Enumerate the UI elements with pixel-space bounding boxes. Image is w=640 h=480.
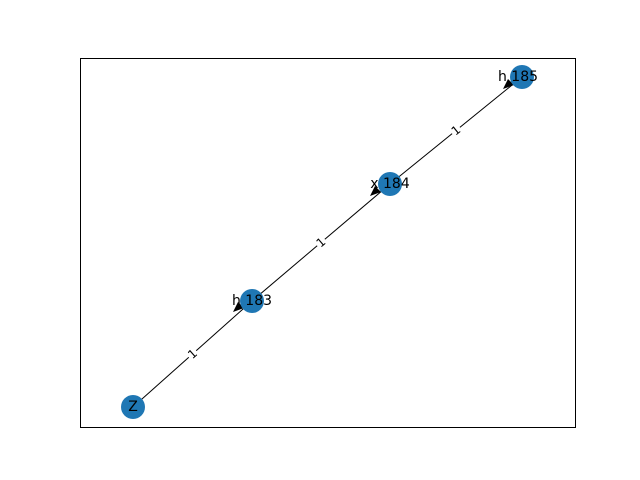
- node-circle: [121, 395, 145, 419]
- nodes-layer: Z h 183 x 184 h 185: [121, 65, 538, 419]
- node-label: x 184: [370, 176, 410, 192]
- node-x184: x 184: [370, 172, 410, 196]
- node-label: Z: [128, 399, 138, 415]
- arrowhead-icon: [233, 302, 244, 312]
- node-label: h 185: [498, 69, 538, 85]
- axes-frame: [80, 58, 576, 428]
- arrowhead-icon: [370, 186, 381, 196]
- node-h185: h 185: [498, 65, 538, 89]
- node-circle: [510, 65, 534, 89]
- arrowhead-icon: [503, 79, 514, 89]
- node-circle: [378, 172, 402, 196]
- node-circle: [240, 289, 264, 313]
- node-label: h 183: [232, 293, 272, 309]
- node-h183: h 183: [232, 289, 272, 313]
- node-z: Z: [121, 395, 145, 419]
